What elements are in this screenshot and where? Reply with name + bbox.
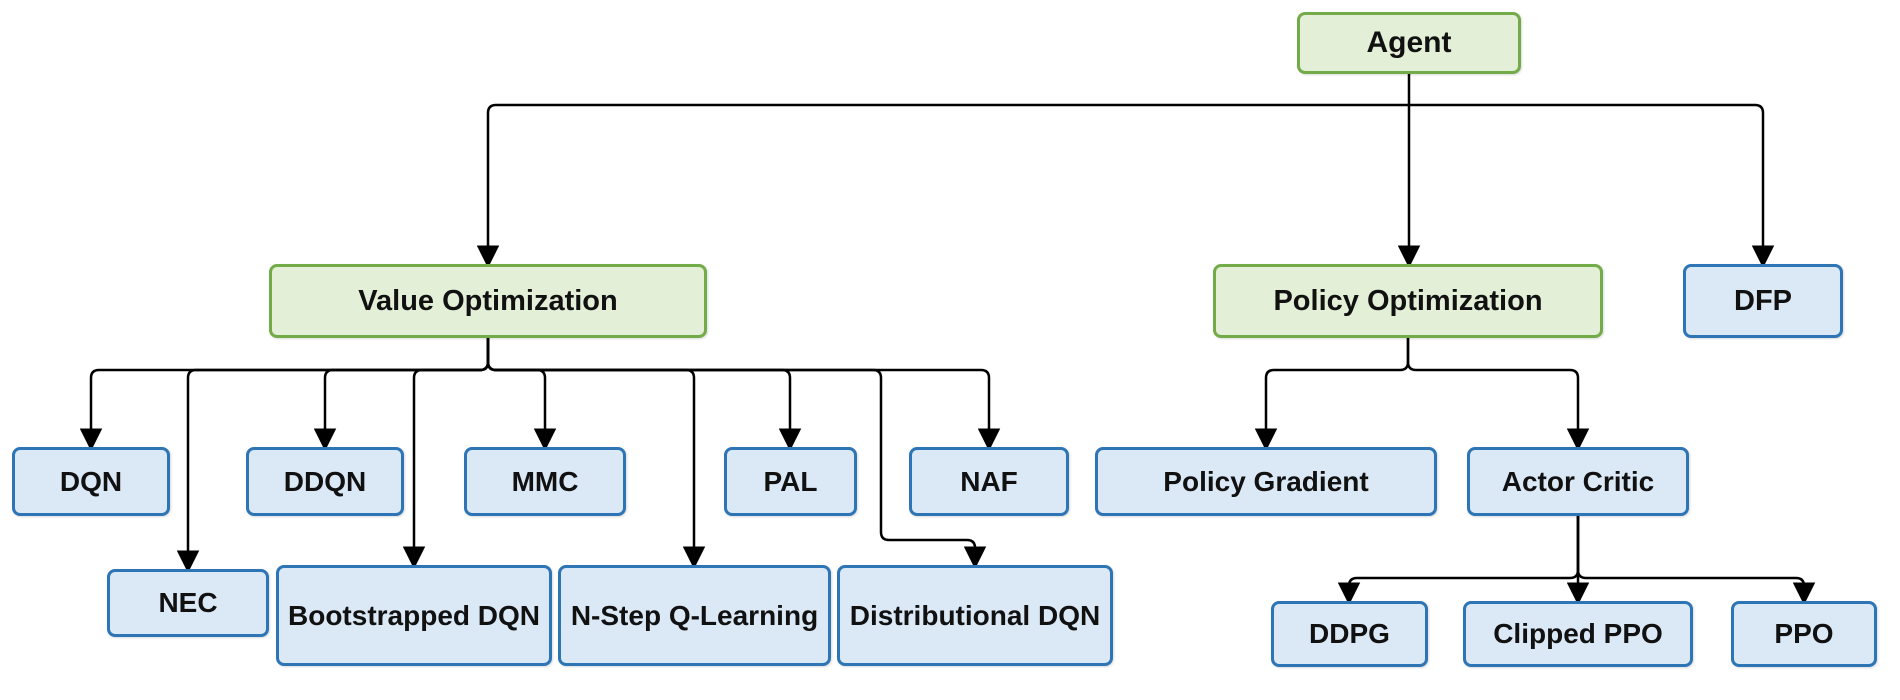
node-n-step-q-learning: N-Step Q-Learning: [558, 565, 831, 666]
node-bootstrapped-dqn-label: Bootstrapped DQN: [288, 599, 540, 631]
edge-value-optimization-distributional-dqn: [486, 338, 987, 569]
edge-value-optimization-naf: [486, 338, 1001, 451]
node-naf-label: NAF: [960, 465, 1018, 497]
node-agent-label: Agent: [1366, 26, 1452, 59]
node-actor-critic: Actor Critic: [1467, 447, 1689, 516]
edge-value-optimization-dqn: [79, 338, 490, 451]
node-agent: Agent: [1297, 12, 1521, 74]
node-actor-critic-label: Actor Critic: [1501, 465, 1655, 497]
edge-actor-critic-ppo: [1576, 516, 1816, 605]
node-pal-label: PAL: [763, 465, 818, 497]
node-naf: NAF: [909, 447, 1069, 516]
node-dqn: DQN: [12, 447, 170, 516]
edge-policy-optimization-policy-gradient: [1254, 338, 1410, 451]
edge-agent-value-optimization: [476, 103, 1409, 268]
node-clipped-ppo-label: Clipped PPO: [1493, 618, 1663, 650]
node-ddpg-label: DDPG: [1309, 618, 1390, 650]
node-ppo-label: PPO: [1774, 618, 1834, 650]
edge-actor-critic-ddpg: [1337, 516, 1580, 605]
node-policy-optimization: Policy Optimization: [1213, 264, 1603, 338]
node-distributional-dqn-label: Distributional DQN: [849, 599, 1101, 631]
edge-value-optimization-ddqn: [313, 338, 490, 451]
node-n-step-q-learning-label: N-Step Q-Learning: [570, 599, 819, 631]
node-policy-gradient: Policy Gradient: [1095, 447, 1437, 516]
node-bootstrapped-dqn: Bootstrapped DQN: [276, 565, 552, 666]
node-value-optimization-label: Value Optimization: [358, 284, 618, 317]
node-ddpg: DDPG: [1271, 601, 1428, 667]
edge-policy-optimization-actor-critic: [1406, 338, 1590, 451]
node-ppo: PPO: [1731, 601, 1877, 667]
node-dfp-label: DFP: [1734, 284, 1792, 317]
edge-value-optimization-mmc: [486, 338, 557, 451]
node-mmc: MMC: [464, 447, 626, 516]
node-dqn-label: DQN: [59, 465, 123, 497]
node-clipped-ppo: Clipped PPO: [1463, 601, 1693, 667]
edge-value-optimization-pal: [486, 338, 802, 451]
node-value-optimization: Value Optimization: [269, 264, 707, 338]
node-ddqn: DDQN: [246, 447, 404, 516]
node-nec: NEC: [107, 569, 269, 637]
node-distributional-dqn: Distributional DQN: [837, 565, 1113, 666]
node-mmc-label: MMC: [511, 465, 579, 497]
node-dfp: DFP: [1683, 264, 1843, 338]
node-policy-gradient-label: Policy Gradient: [1163, 465, 1369, 497]
edge-agent-dfp: [1409, 103, 1775, 268]
node-policy-optimization-label: Policy Optimization: [1273, 284, 1543, 317]
node-ddqn-label: DDQN: [283, 465, 367, 497]
node-pal: PAL: [724, 447, 857, 516]
node-nec-label: NEC: [158, 587, 218, 619]
